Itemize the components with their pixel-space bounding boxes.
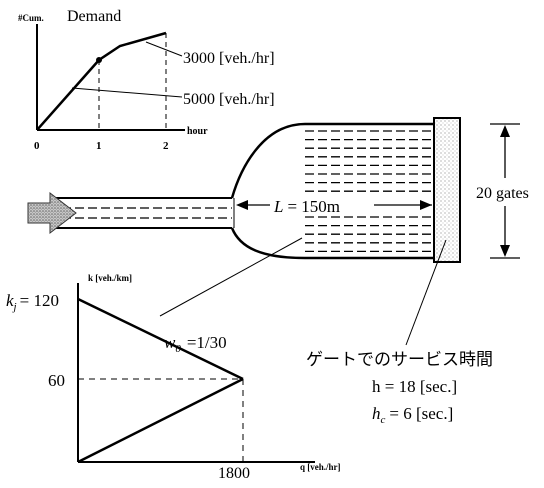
- toll-plaza: L= 150m 20 gates: [27, 117, 529, 346]
- fd-kj-label: kj= 120: [6, 291, 59, 313]
- demand-x-label: hour: [187, 126, 208, 137]
- fd-free-flow-branch: [77, 377, 244, 464]
- demand-x-tick-1: 1: [96, 140, 102, 152]
- leader-to-plaza-queue: [159, 237, 303, 317]
- length-arrowhead-left: [236, 200, 248, 210]
- gates-count-label: 20 gates: [476, 185, 529, 202]
- gates-arrowhead-bottom: [500, 245, 510, 257]
- fd-y-label: k [veh./km]: [88, 273, 132, 283]
- service-headway-hc: hc= 6 [sec.]: [372, 404, 453, 426]
- service-headway-h: h = 18 [sec.]: [372, 377, 457, 396]
- demand-cumulative-curve: [36, 31, 167, 131]
- incoming-traffic-arrow: [27, 191, 77, 235]
- fd-x-label: q [veh./hr]: [300, 462, 341, 472]
- fundamental-diagram: k [veh./km] kj= 120 60 1800 q [veh./hr] …: [6, 273, 341, 482]
- leader-3000: [145, 41, 183, 57]
- rate-label-5000: 5000 [veh./hr]: [183, 91, 275, 108]
- demand-breakpoint: [96, 57, 102, 63]
- plaza-bottom-edge: [230, 227, 434, 260]
- demand-title: Demand: [67, 8, 121, 25]
- fd-wave-speed-label: w0=1/30: [164, 333, 227, 355]
- leader-5000: [71, 87, 183, 98]
- leader-to-gate-service: [405, 239, 447, 346]
- demand-chart: #Cum. Demand 3000 [veh./hr] 5000 [veh./h…: [18, 8, 275, 152]
- fd-k60-label: 60: [48, 371, 65, 390]
- demand-y-label: #Cum.: [18, 13, 44, 23]
- plaza-length-label: L= 150m: [273, 197, 340, 216]
- rate-label-3000: 3000 [veh./hr]: [183, 50, 275, 67]
- service-time-block: ゲートでのサービス時間 h = 18 [sec.] hc= 6 [sec.]: [306, 350, 493, 426]
- toll-gates-booth: [433, 117, 461, 263]
- service-time-title: ゲートでのサービス時間: [306, 350, 493, 369]
- length-arrowhead-right: [420, 200, 432, 210]
- fd-congested-branch: [77, 297, 244, 381]
- gates-arrowhead-top: [500, 125, 510, 137]
- plaza-top-edge: [230, 122, 434, 199]
- demand-x-tick-0: 0: [34, 140, 40, 152]
- demand-x-tick-2: 2: [163, 140, 169, 152]
- fd-q1800-label: 1800: [218, 465, 250, 482]
- length-label-backdrop: [270, 195, 374, 215]
- plaza-queue-lanes: [305, 130, 432, 253]
